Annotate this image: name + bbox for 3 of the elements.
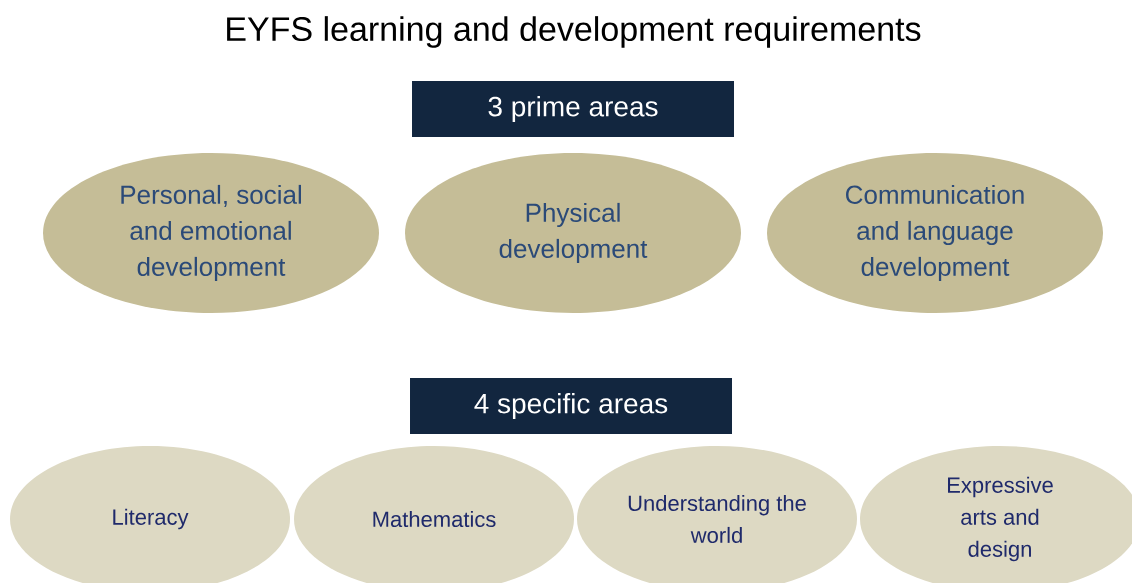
- header-box: 3 prime areas: [412, 81, 734, 137]
- title: EYFS learning and development requirements: [227, 16, 921, 48]
- header-box: 4 specific areas: [410, 378, 732, 434]
